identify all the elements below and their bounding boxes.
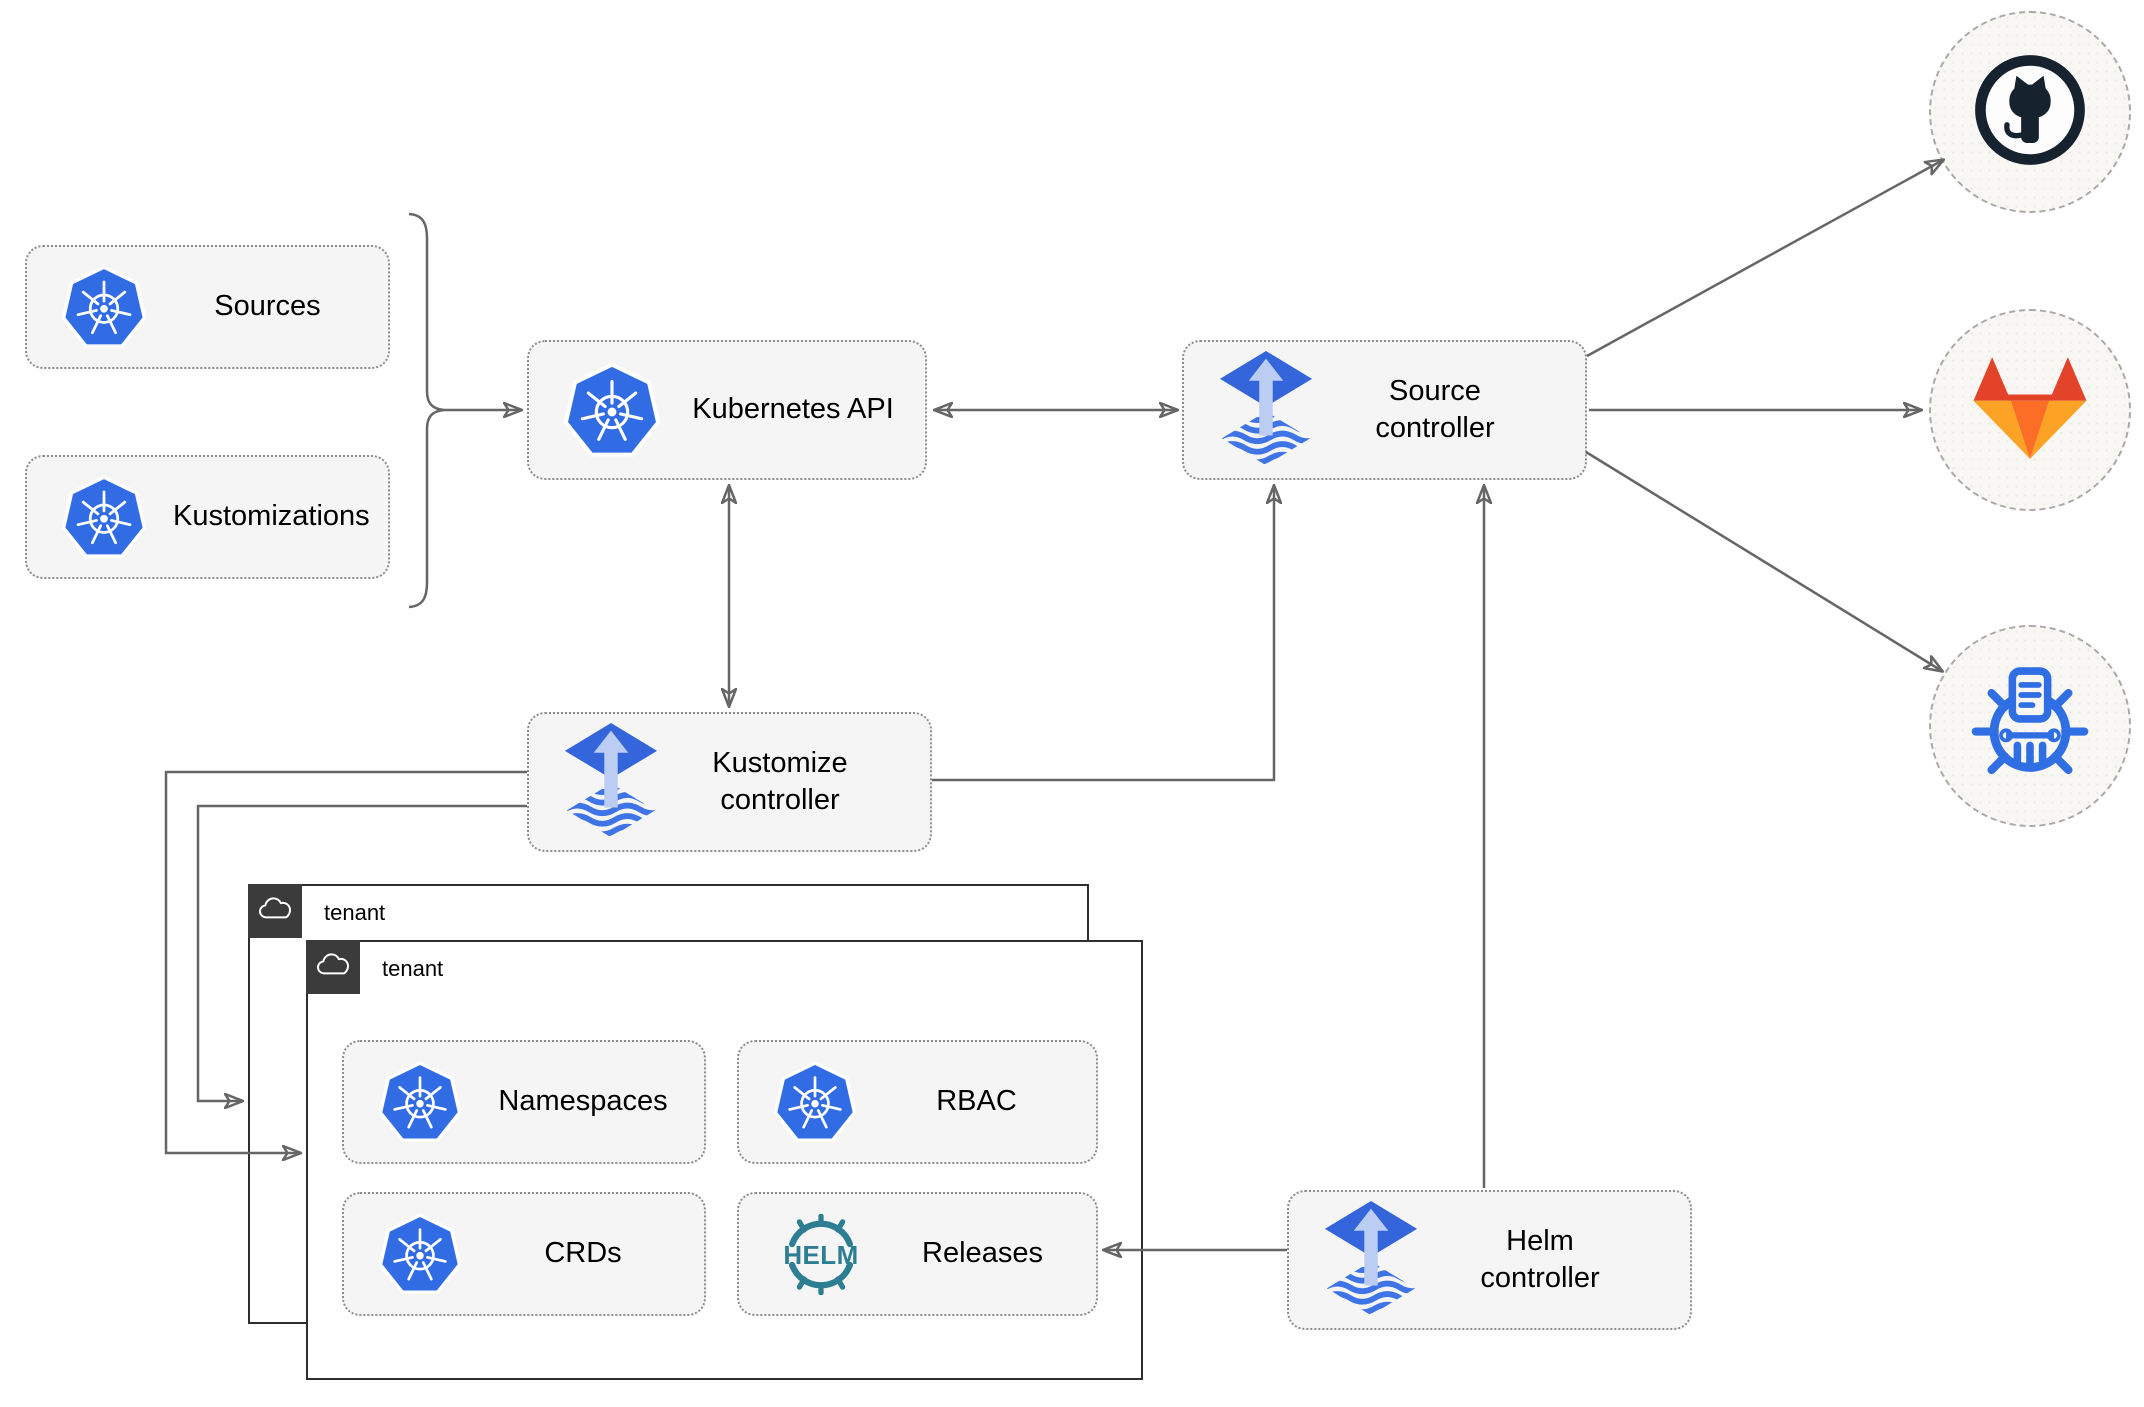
node-label: Namespaces bbox=[498, 1085, 668, 1118]
kubernetes-icon bbox=[378, 1212, 462, 1296]
node-label: Kustomizations bbox=[173, 500, 370, 533]
kubernetes-icon bbox=[61, 264, 147, 350]
cloud-icon bbox=[257, 895, 293, 926]
group-tab bbox=[305, 939, 360, 994]
flux-icon bbox=[563, 723, 659, 842]
flux-icon bbox=[1218, 351, 1314, 470]
node-rbac: RBAC bbox=[737, 1040, 1098, 1164]
edge-kustomize-controller-source-controller bbox=[932, 486, 1274, 782]
kubernetes-icon bbox=[61, 474, 147, 560]
node-label: Kubernetes API bbox=[692, 393, 894, 426]
node-helm-controller: Helm controller bbox=[1287, 1190, 1692, 1330]
edge-source-controller-github bbox=[1586, 160, 1943, 358]
node-label: Source controller bbox=[1375, 374, 1495, 444]
node-label: Sources bbox=[214, 290, 321, 323]
node-kubernetes-api: Kubernetes API bbox=[527, 340, 927, 480]
edge-bracket-sources-kustomizations bbox=[408, 212, 445, 609]
node-label: RBAC bbox=[936, 1085, 1017, 1118]
node-chartmuseum bbox=[1929, 625, 2131, 827]
helm-icon: HELM bbox=[773, 1213, 869, 1295]
node-label: CRDs bbox=[544, 1237, 622, 1270]
node-namespaces: Namespaces bbox=[342, 1040, 706, 1164]
node-crds: CRDs bbox=[342, 1192, 706, 1316]
node-label: Helm controller bbox=[1480, 1224, 1600, 1294]
group-label: tenant bbox=[324, 900, 386, 925]
kubernetes-icon bbox=[378, 1060, 462, 1144]
node-sources: Sources bbox=[25, 245, 390, 369]
node-source-controller: Source controller bbox=[1182, 340, 1587, 480]
node-kustomizations: Kustomizations bbox=[25, 455, 390, 579]
chartmuseum-icon bbox=[1967, 661, 2093, 792]
node-label: Kustomize controller bbox=[712, 746, 848, 816]
node-releases: HELM Releases bbox=[737, 1192, 1098, 1316]
node-kustomize-controller: Kustomize controller bbox=[527, 712, 932, 852]
node-gitlab bbox=[1929, 309, 2131, 511]
helm-logo-text: HELM bbox=[783, 1242, 858, 1270]
kubernetes-icon bbox=[563, 361, 661, 459]
node-github bbox=[1929, 11, 2131, 213]
cloud-icon bbox=[315, 951, 351, 982]
group-label: tenant bbox=[382, 956, 444, 981]
flux-icon bbox=[1323, 1201, 1419, 1320]
group-tab bbox=[247, 883, 302, 938]
edge-source-controller-chartmuseum bbox=[1585, 450, 1942, 671]
github-icon bbox=[1971, 51, 2089, 174]
node-label: Releases bbox=[922, 1237, 1043, 1270]
gitlab-icon bbox=[1969, 352, 2091, 469]
kubernetes-icon bbox=[773, 1060, 857, 1144]
